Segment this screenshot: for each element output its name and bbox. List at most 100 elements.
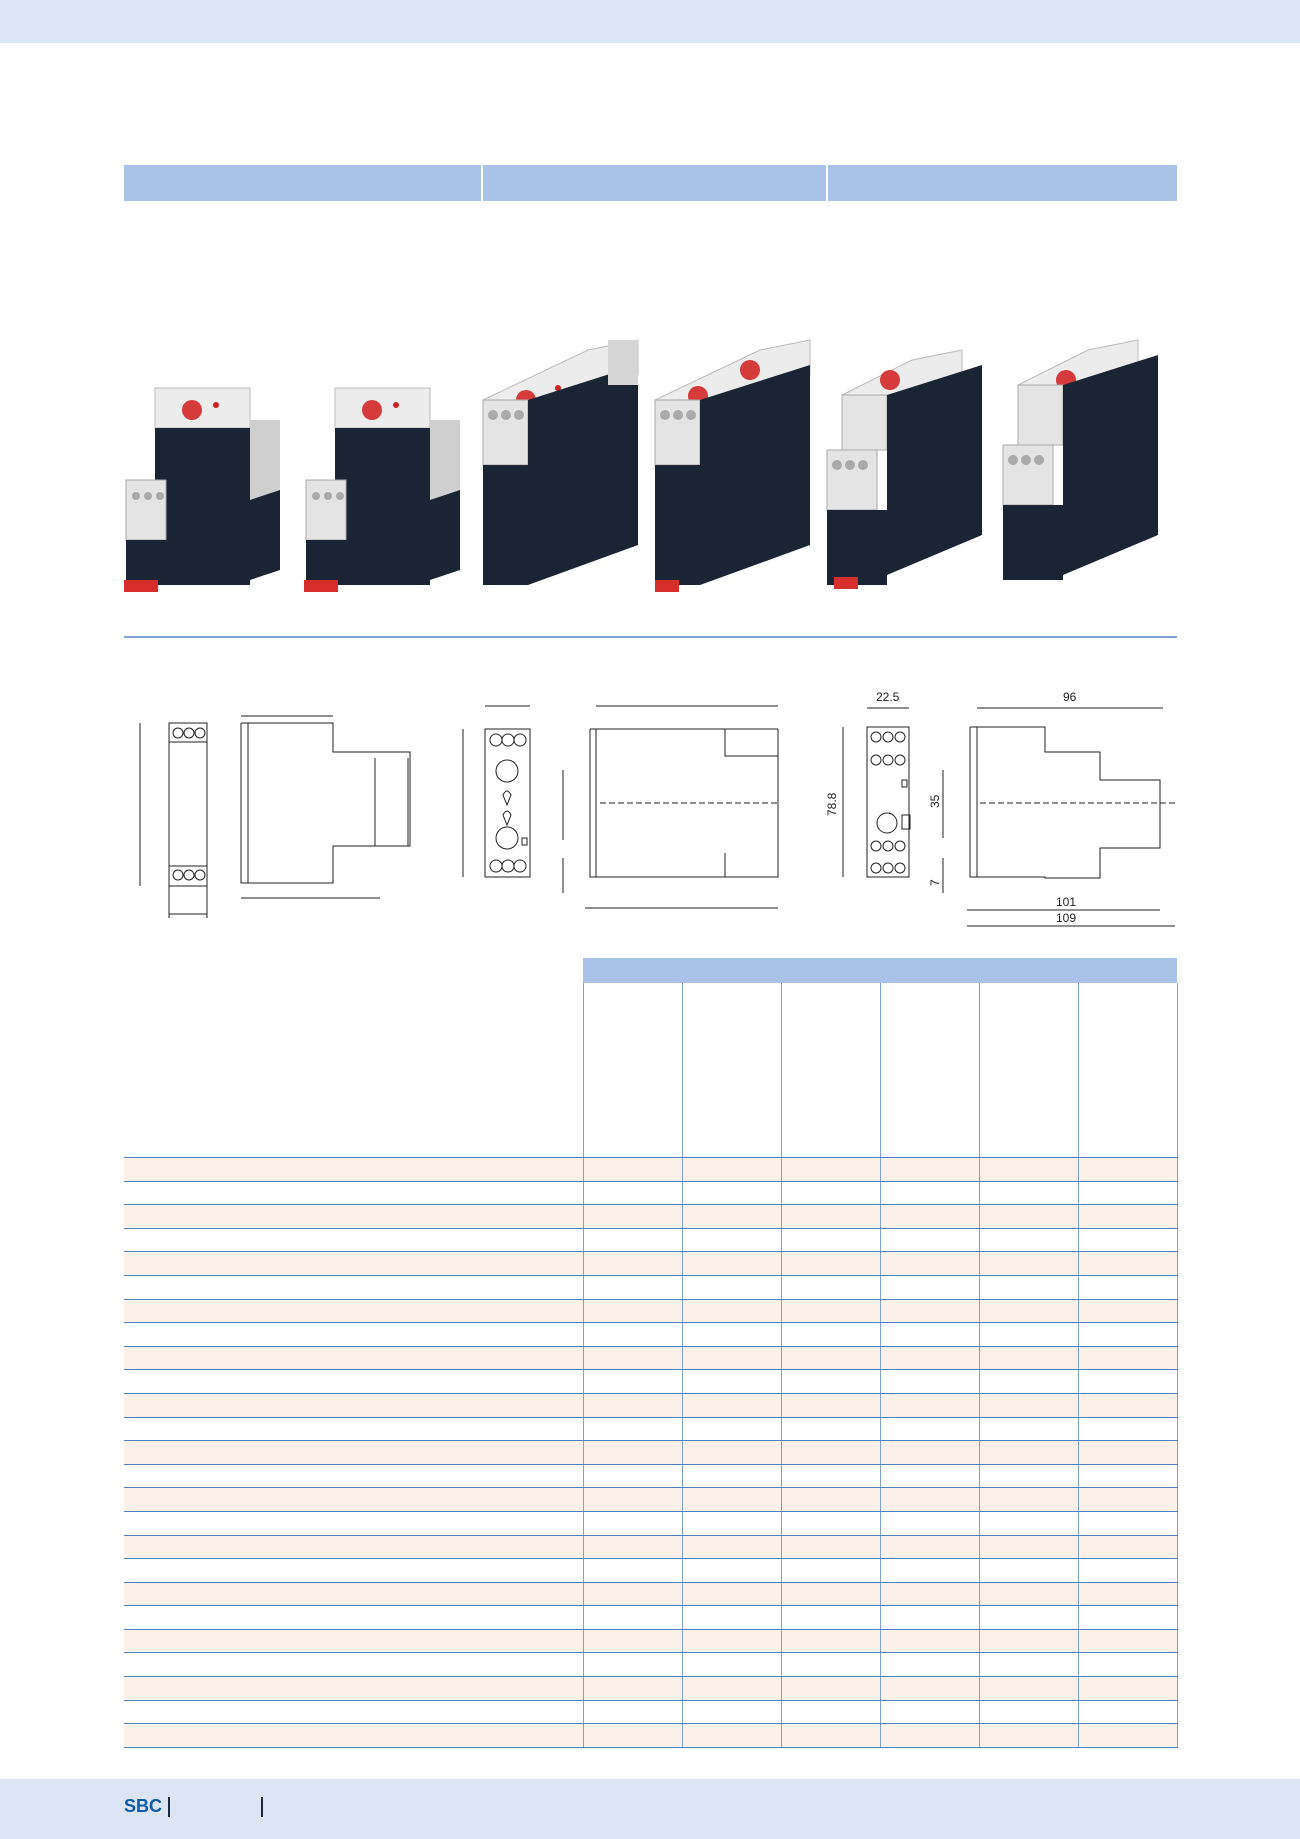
spec-row	[124, 1605, 1178, 1630]
spec-cell	[582, 1582, 682, 1607]
spec-col-2	[682, 983, 781, 1157]
dim-foot-offset: 7	[928, 879, 942, 886]
spec-cell	[582, 1275, 682, 1300]
spec-cell	[879, 1700, 979, 1725]
spec-row	[124, 1228, 1178, 1253]
spec-cell	[582, 1346, 682, 1371]
spec-cell	[879, 1511, 979, 1536]
dim-depth-top: 96	[1063, 690, 1077, 704]
footer-brand: SBC	[124, 1796, 163, 1816]
spec-row	[124, 1157, 1178, 1182]
spec-row	[124, 1511, 1178, 1536]
spec-cell	[124, 1346, 583, 1371]
spec-cell	[1077, 1275, 1178, 1300]
spec-cell	[879, 1181, 979, 1206]
spec-cell	[1077, 1157, 1178, 1182]
spec-cell	[780, 1582, 880, 1607]
spec-cell	[879, 1629, 979, 1654]
spec-row	[124, 1181, 1178, 1206]
spec-cell	[780, 1487, 880, 1512]
spec-cell	[978, 1487, 1078, 1512]
spec-cell	[124, 1417, 583, 1442]
spec-cell	[780, 1393, 880, 1418]
spec-cell	[1077, 1676, 1178, 1701]
spec-cell	[582, 1535, 682, 1560]
spec-col-6	[1078, 983, 1178, 1157]
spec-row	[124, 1676, 1178, 1701]
spec-cell	[1077, 1322, 1178, 1347]
spec-cell	[124, 1511, 583, 1536]
spec-cell	[780, 1652, 880, 1678]
spec-row	[124, 1464, 1178, 1489]
spec-cell	[780, 1535, 880, 1560]
spec-row	[124, 1487, 1178, 1512]
section-header-3	[828, 165, 1177, 201]
spec-cell	[681, 1204, 781, 1229]
spec-cell	[1077, 1299, 1178, 1324]
spec-table-header	[583, 958, 1177, 983]
spec-row	[124, 1346, 1178, 1371]
spec-row	[124, 1723, 1178, 1748]
spec-cell	[681, 1700, 781, 1725]
spec-cell	[978, 1346, 1078, 1371]
spec-cell	[681, 1440, 781, 1465]
spec-cell	[681, 1322, 781, 1347]
spec-row	[124, 1582, 1178, 1607]
spec-cell	[879, 1204, 979, 1229]
spec-row	[124, 1535, 1178, 1560]
spec-cell	[978, 1181, 1078, 1206]
spec-cell	[978, 1676, 1078, 1701]
spec-cell	[780, 1322, 880, 1347]
spec-cell	[681, 1629, 781, 1654]
spec-row	[124, 1558, 1178, 1583]
spec-cell	[681, 1723, 781, 1748]
spec-row	[124, 1440, 1178, 1465]
spec-cell	[879, 1535, 979, 1560]
spec-cell	[978, 1299, 1078, 1324]
spec-cell	[978, 1251, 1078, 1276]
spec-row	[124, 1652, 1178, 1678]
spec-cell	[1077, 1204, 1178, 1229]
spec-cell	[780, 1558, 880, 1583]
spec-cell	[978, 1535, 1078, 1560]
spec-cell	[582, 1181, 682, 1206]
spec-cell	[681, 1558, 781, 1583]
product-image-2	[304, 387, 460, 592]
footer-separator	[168, 1797, 170, 1817]
spec-cell	[681, 1275, 781, 1300]
spec-cell	[1077, 1369, 1178, 1394]
dim-width-top: 22.5	[876, 690, 900, 704]
spec-cell	[582, 1157, 682, 1182]
product-image-3	[482, 339, 639, 585]
spec-cell	[582, 1369, 682, 1394]
spec-cell	[681, 1157, 781, 1182]
spec-cell	[124, 1487, 583, 1512]
spec-cell	[879, 1393, 979, 1418]
spec-cell	[879, 1275, 979, 1300]
dim-height-left: 78.8	[825, 792, 839, 816]
section-header-2	[483, 165, 826, 201]
spec-cell	[681, 1487, 781, 1512]
spec-cell	[1077, 1464, 1178, 1489]
section-header-1	[124, 165, 481, 201]
spec-cell	[879, 1157, 979, 1182]
spec-cell	[780, 1369, 880, 1394]
spec-cell	[124, 1322, 583, 1347]
product-image-5	[826, 349, 982, 589]
spec-cell	[879, 1487, 979, 1512]
spec-cell	[124, 1723, 583, 1748]
spec-col-1	[583, 983, 682, 1157]
spec-cell	[978, 1157, 1078, 1182]
dim-depth-bottom-1: 101	[1056, 895, 1076, 909]
spec-cell	[681, 1582, 781, 1607]
spec-cell	[879, 1558, 979, 1583]
spec-cell	[780, 1346, 880, 1371]
spec-cell	[1077, 1652, 1178, 1678]
spec-cell	[1077, 1605, 1178, 1630]
spec-cell	[681, 1369, 781, 1394]
spec-cell	[681, 1299, 781, 1324]
spec-cell	[879, 1582, 979, 1607]
spec-cell	[780, 1676, 880, 1701]
spec-cell	[124, 1393, 583, 1418]
spec-cell	[780, 1700, 880, 1725]
